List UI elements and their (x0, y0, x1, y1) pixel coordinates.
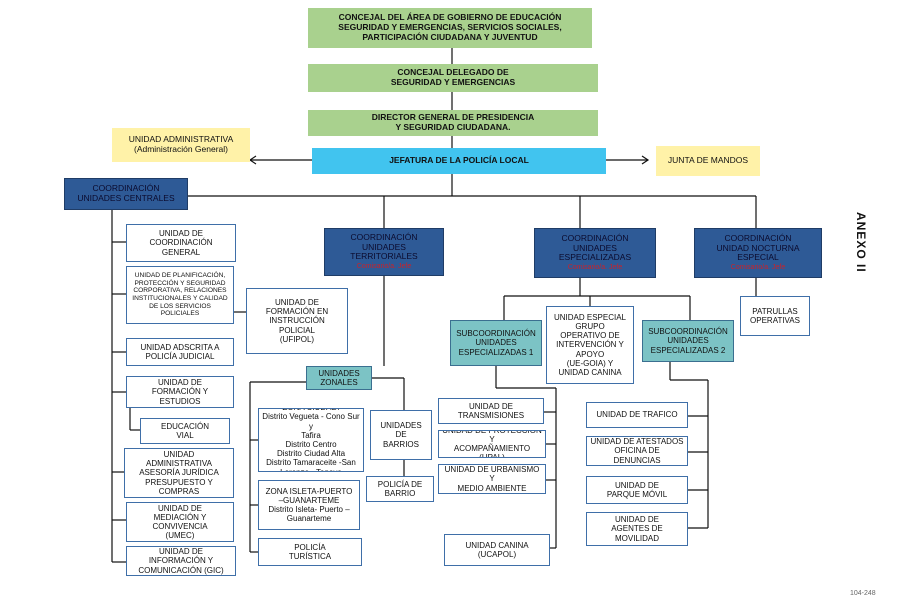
unidad-asesoria-juridica-box: UNIDAD ADMINISTRATIVA ASESORÍA JURÍDICA … (124, 448, 234, 498)
page-number: 104-248 (850, 590, 876, 597)
unidad-informacion-gic-box: UNIDAD DE INFORMACIÓN Y COMUNICACIÓN (GI… (126, 546, 236, 576)
coord-especializadas-box: COORDINACIÓN UNIDADES ESPECIALIZADAS Com… (534, 228, 656, 278)
zona-ciudad-box: ZONA CIUDAD: Distrito Vegueta - Cono Sur… (258, 408, 364, 472)
unidad-atestados-box: UNIDAD DE ATESTADOS OFICINA DE DENUNCIAS (586, 436, 688, 466)
unidad-planificacion-box: UNIDAD DE PLANIFICACIÓN, PROTECCIÓN Y SE… (126, 266, 234, 324)
concejal-area-box: CONCEJAL DEL ÁREA DE GOBIERNO DE EDUCACI… (308, 8, 592, 48)
unidades-zonales-box: UNIDADES ZONALES (306, 366, 372, 390)
zona-isleta-box: ZONA ISLETA-PUERTO –GUANARTEME Distrito … (258, 480, 360, 530)
coord-especializadas-label: COORDINACIÓN UNIDADES ESPECIALIZADAS (558, 232, 632, 263)
anexo-label: ANEXO II (854, 212, 868, 273)
unidad-agentes-movilidad-box: UNIDAD DE AGENTES DE MOVILIDAD (586, 512, 688, 546)
coord-territoriales-box: COORDINACIÓN UNIDADES TERRITORIALES Comi… (324, 228, 444, 276)
unidad-goia-box: UNIDAD ESPECIAL GRUPO OPERATIVO DE INTER… (546, 306, 634, 384)
unidad-transmisiones-box: UNIDAD DE TRANSMISIONES (438, 398, 544, 424)
unidad-trafico-box: UNIDAD DE TRAFICO (586, 402, 688, 428)
coord-nocturna-box: COORDINACIÓN UNIDAD NOCTURNA ESPECIAL Co… (694, 228, 822, 278)
unidad-administrativa-box: UNIDAD ADMINISTRATIVA (Administración Ge… (112, 128, 250, 162)
policia-barrio-box: POLICÍA DE BARRIO (366, 476, 434, 502)
unidad-parque-movil-box: UNIDAD DE PARQUE MÓVIL (586, 476, 688, 504)
jefatura-box: JEFATURA DE LA POLICÍA LOCAL (312, 148, 606, 174)
unidad-urbanismo-box: UNIDAD DE URBANISMO Y MEDIO AMBIENTE (438, 464, 546, 494)
unidad-mediacion-umec-box: UNIDAD DE MEDIACIÓN Y CONVIVENCIA (UMEC) (126, 502, 234, 542)
unidad-upal-box: UNIDAD DE PROTECCION Y ACOMPAÑAMIENTO (U… (438, 430, 546, 458)
unidad-policia-judicial-box: UNIDAD ADSCRITA A POLICÍA JUDICIAL (126, 338, 234, 366)
unidad-coordinacion-general-box: UNIDAD DE COORDINACIÓN GENERAL (126, 224, 236, 262)
subcoordinacion-1-box: SUBCOORDINACIÓN UNIDADES ESPECIALIZADAS … (450, 320, 542, 366)
director-general-box: DIRECTOR GENERAL DE PRESIDENCIA Y SEGURI… (308, 110, 598, 136)
educacion-vial-box: EDUCACIÓN VIAL (140, 418, 230, 444)
subcoordinacion-2-box: SUBCOORDINACIÓN UNIDADES ESPECIALIZADAS … (642, 320, 734, 362)
coord-territoriales-note: Comisario/a. Jefe (356, 263, 412, 271)
unidad-ucapol-box: UNIDAD CANINA (UCAPOL) (444, 534, 550, 566)
coord-centrales-box: COORDINACIÓN UNIDADES CENTRALES (64, 178, 188, 210)
coord-especializadas-note: Comisario/a. Jefe (567, 264, 623, 272)
junta-mandos-box: JUNTA DE MANDOS (656, 146, 760, 176)
coord-territoriales-label: COORDINACIÓN UNIDADES TERRITORIALES (350, 231, 418, 262)
policia-turistica-box: POLICÍA TURÍSTICA (258, 538, 362, 566)
coord-nocturna-note: Comisario/a. Jefe (730, 264, 786, 272)
coord-nocturna-label: COORDINACIÓN UNIDAD NOCTURNA ESPECIAL (716, 232, 800, 263)
unidad-ufipol-box: UNIDAD DE FORMACIÓN EN INSTRUCCIÓN POLIC… (246, 288, 348, 354)
unidad-formacion-estudios-box: UNIDAD DE FORMACIÓN Y ESTUDIOS (126, 376, 234, 408)
unidades-barrios-box: UNIDADES DE BARRIOS (370, 410, 432, 460)
patrullas-operativas-box: PATRULLAS OPERATIVAS (740, 296, 810, 336)
concejal-delegado-box: CONCEJAL DELEGADO DE SEGURIDAD Y EMERGEN… (308, 64, 598, 92)
